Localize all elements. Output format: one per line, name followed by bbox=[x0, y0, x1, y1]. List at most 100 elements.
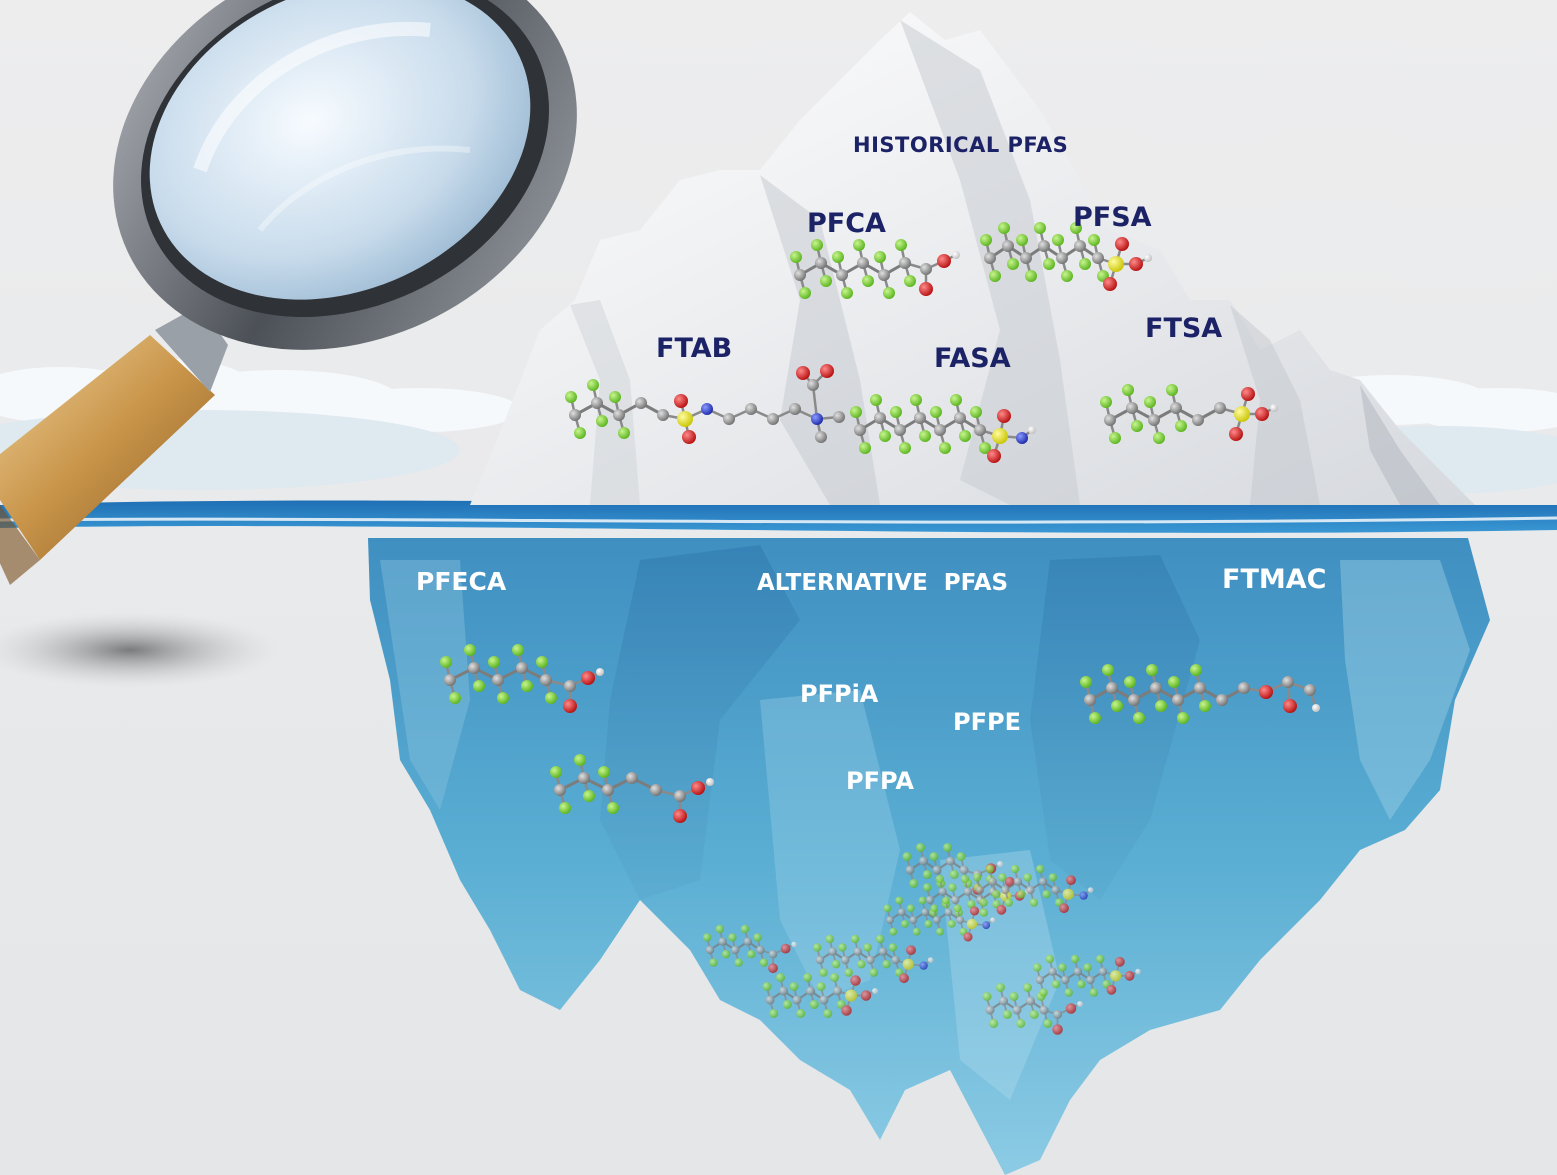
atom-o bbox=[899, 973, 909, 984]
atom-c bbox=[806, 986, 815, 996]
atom-c bbox=[602, 784, 614, 796]
atom-c bbox=[1192, 414, 1204, 426]
atom-h bbox=[1312, 704, 1320, 712]
atom-f bbox=[906, 904, 915, 913]
atom-f bbox=[956, 852, 966, 861]
atom-f bbox=[1153, 432, 1165, 444]
molecule-pfsa bbox=[980, 222, 1152, 291]
atom-c bbox=[1126, 402, 1138, 414]
atom-f bbox=[831, 960, 841, 969]
atom-f bbox=[948, 883, 957, 892]
atom-o bbox=[906, 945, 916, 956]
atom-f bbox=[803, 973, 812, 982]
atom-n bbox=[701, 403, 713, 415]
atom-f bbox=[832, 251, 844, 263]
atom-c bbox=[1053, 1010, 1062, 1019]
atom-f bbox=[1052, 234, 1064, 246]
atom-f bbox=[1064, 988, 1073, 997]
atom-c bbox=[932, 865, 942, 875]
atom-o bbox=[996, 904, 1007, 915]
atom-f bbox=[1175, 420, 1187, 432]
atom-f bbox=[753, 933, 762, 942]
atom-f bbox=[1111, 700, 1123, 712]
label-ftmac: FTMAC bbox=[1222, 564, 1327, 595]
atom-f bbox=[618, 427, 630, 439]
atom-f bbox=[899, 442, 911, 454]
atom-f bbox=[1023, 983, 1032, 992]
atom-f bbox=[1043, 1019, 1053, 1028]
atom-f bbox=[910, 394, 922, 406]
atom-o bbox=[1115, 237, 1129, 251]
atom-f bbox=[982, 992, 992, 1001]
molecule-cluster-3 bbox=[973, 864, 1094, 914]
atom-c bbox=[815, 955, 825, 965]
atom-h bbox=[1028, 426, 1036, 434]
heading-alternative-pfas: ALTERNATIVE PFAS bbox=[757, 570, 1009, 596]
atom-f bbox=[488, 656, 500, 668]
atom-c bbox=[1304, 684, 1316, 696]
atom-c bbox=[613, 409, 625, 421]
atom-f bbox=[947, 920, 956, 928]
atom-f bbox=[464, 644, 476, 656]
atom-c bbox=[1086, 975, 1095, 985]
atom-c bbox=[516, 662, 528, 674]
atom-f bbox=[830, 973, 839, 982]
atom-s bbox=[1234, 406, 1250, 422]
atom-s bbox=[1062, 888, 1074, 900]
atom-o bbox=[1059, 903, 1069, 914]
atom-c bbox=[985, 1005, 995, 1015]
atom-f bbox=[916, 843, 925, 852]
atom-f bbox=[759, 958, 769, 967]
atom-o bbox=[682, 430, 696, 444]
atom-f bbox=[1070, 222, 1082, 234]
atom-c bbox=[1038, 877, 1048, 886]
atom-f bbox=[1199, 700, 1211, 712]
atom-c bbox=[946, 856, 955, 866]
atom-f bbox=[912, 927, 921, 936]
atom-o bbox=[796, 366, 810, 380]
atom-c bbox=[635, 397, 647, 409]
atom-c bbox=[1073, 967, 1082, 976]
atom-f bbox=[870, 394, 882, 406]
atom-f bbox=[979, 908, 989, 917]
atom-f bbox=[998, 873, 1007, 882]
atom-f bbox=[1166, 384, 1178, 396]
atom-f bbox=[1088, 234, 1100, 246]
label-pfca: PFCA bbox=[807, 208, 886, 239]
atom-f bbox=[747, 950, 756, 959]
atom-f bbox=[943, 843, 952, 852]
atom-c bbox=[743, 937, 752, 946]
atom-f bbox=[1048, 873, 1057, 882]
molecule-ftsa bbox=[1100, 384, 1278, 444]
atom-o bbox=[937, 254, 951, 268]
atom-f bbox=[559, 802, 571, 814]
atom-f bbox=[796, 1009, 806, 1018]
atom-f bbox=[882, 960, 891, 969]
atom-f bbox=[902, 852, 912, 861]
water-surface bbox=[0, 500, 1557, 533]
atom-n bbox=[1079, 891, 1088, 900]
atom-s bbox=[1110, 970, 1122, 982]
atom-f bbox=[967, 900, 976, 909]
label-fasa: FASA bbox=[934, 343, 1011, 374]
atom-f bbox=[521, 680, 533, 692]
atom-c bbox=[815, 431, 827, 443]
atom-f bbox=[924, 920, 933, 928]
atom-c bbox=[1026, 996, 1035, 1006]
atom-c bbox=[828, 947, 837, 956]
atom-o bbox=[1106, 984, 1117, 995]
atom-c bbox=[1238, 682, 1250, 694]
atom-f bbox=[889, 927, 898, 936]
atom-f bbox=[930, 406, 942, 418]
atom-c bbox=[789, 403, 801, 415]
atom-c bbox=[792, 995, 802, 1005]
atom-n bbox=[982, 921, 991, 930]
atom-f bbox=[574, 427, 586, 439]
atom-f bbox=[565, 391, 577, 403]
molecule-cluster-4 bbox=[703, 924, 797, 974]
atom-c bbox=[1056, 252, 1068, 264]
atom-c bbox=[1001, 885, 1010, 895]
atom-o bbox=[1255, 407, 1269, 421]
atom-f bbox=[823, 1009, 833, 1018]
atom-o bbox=[1114, 956, 1125, 967]
